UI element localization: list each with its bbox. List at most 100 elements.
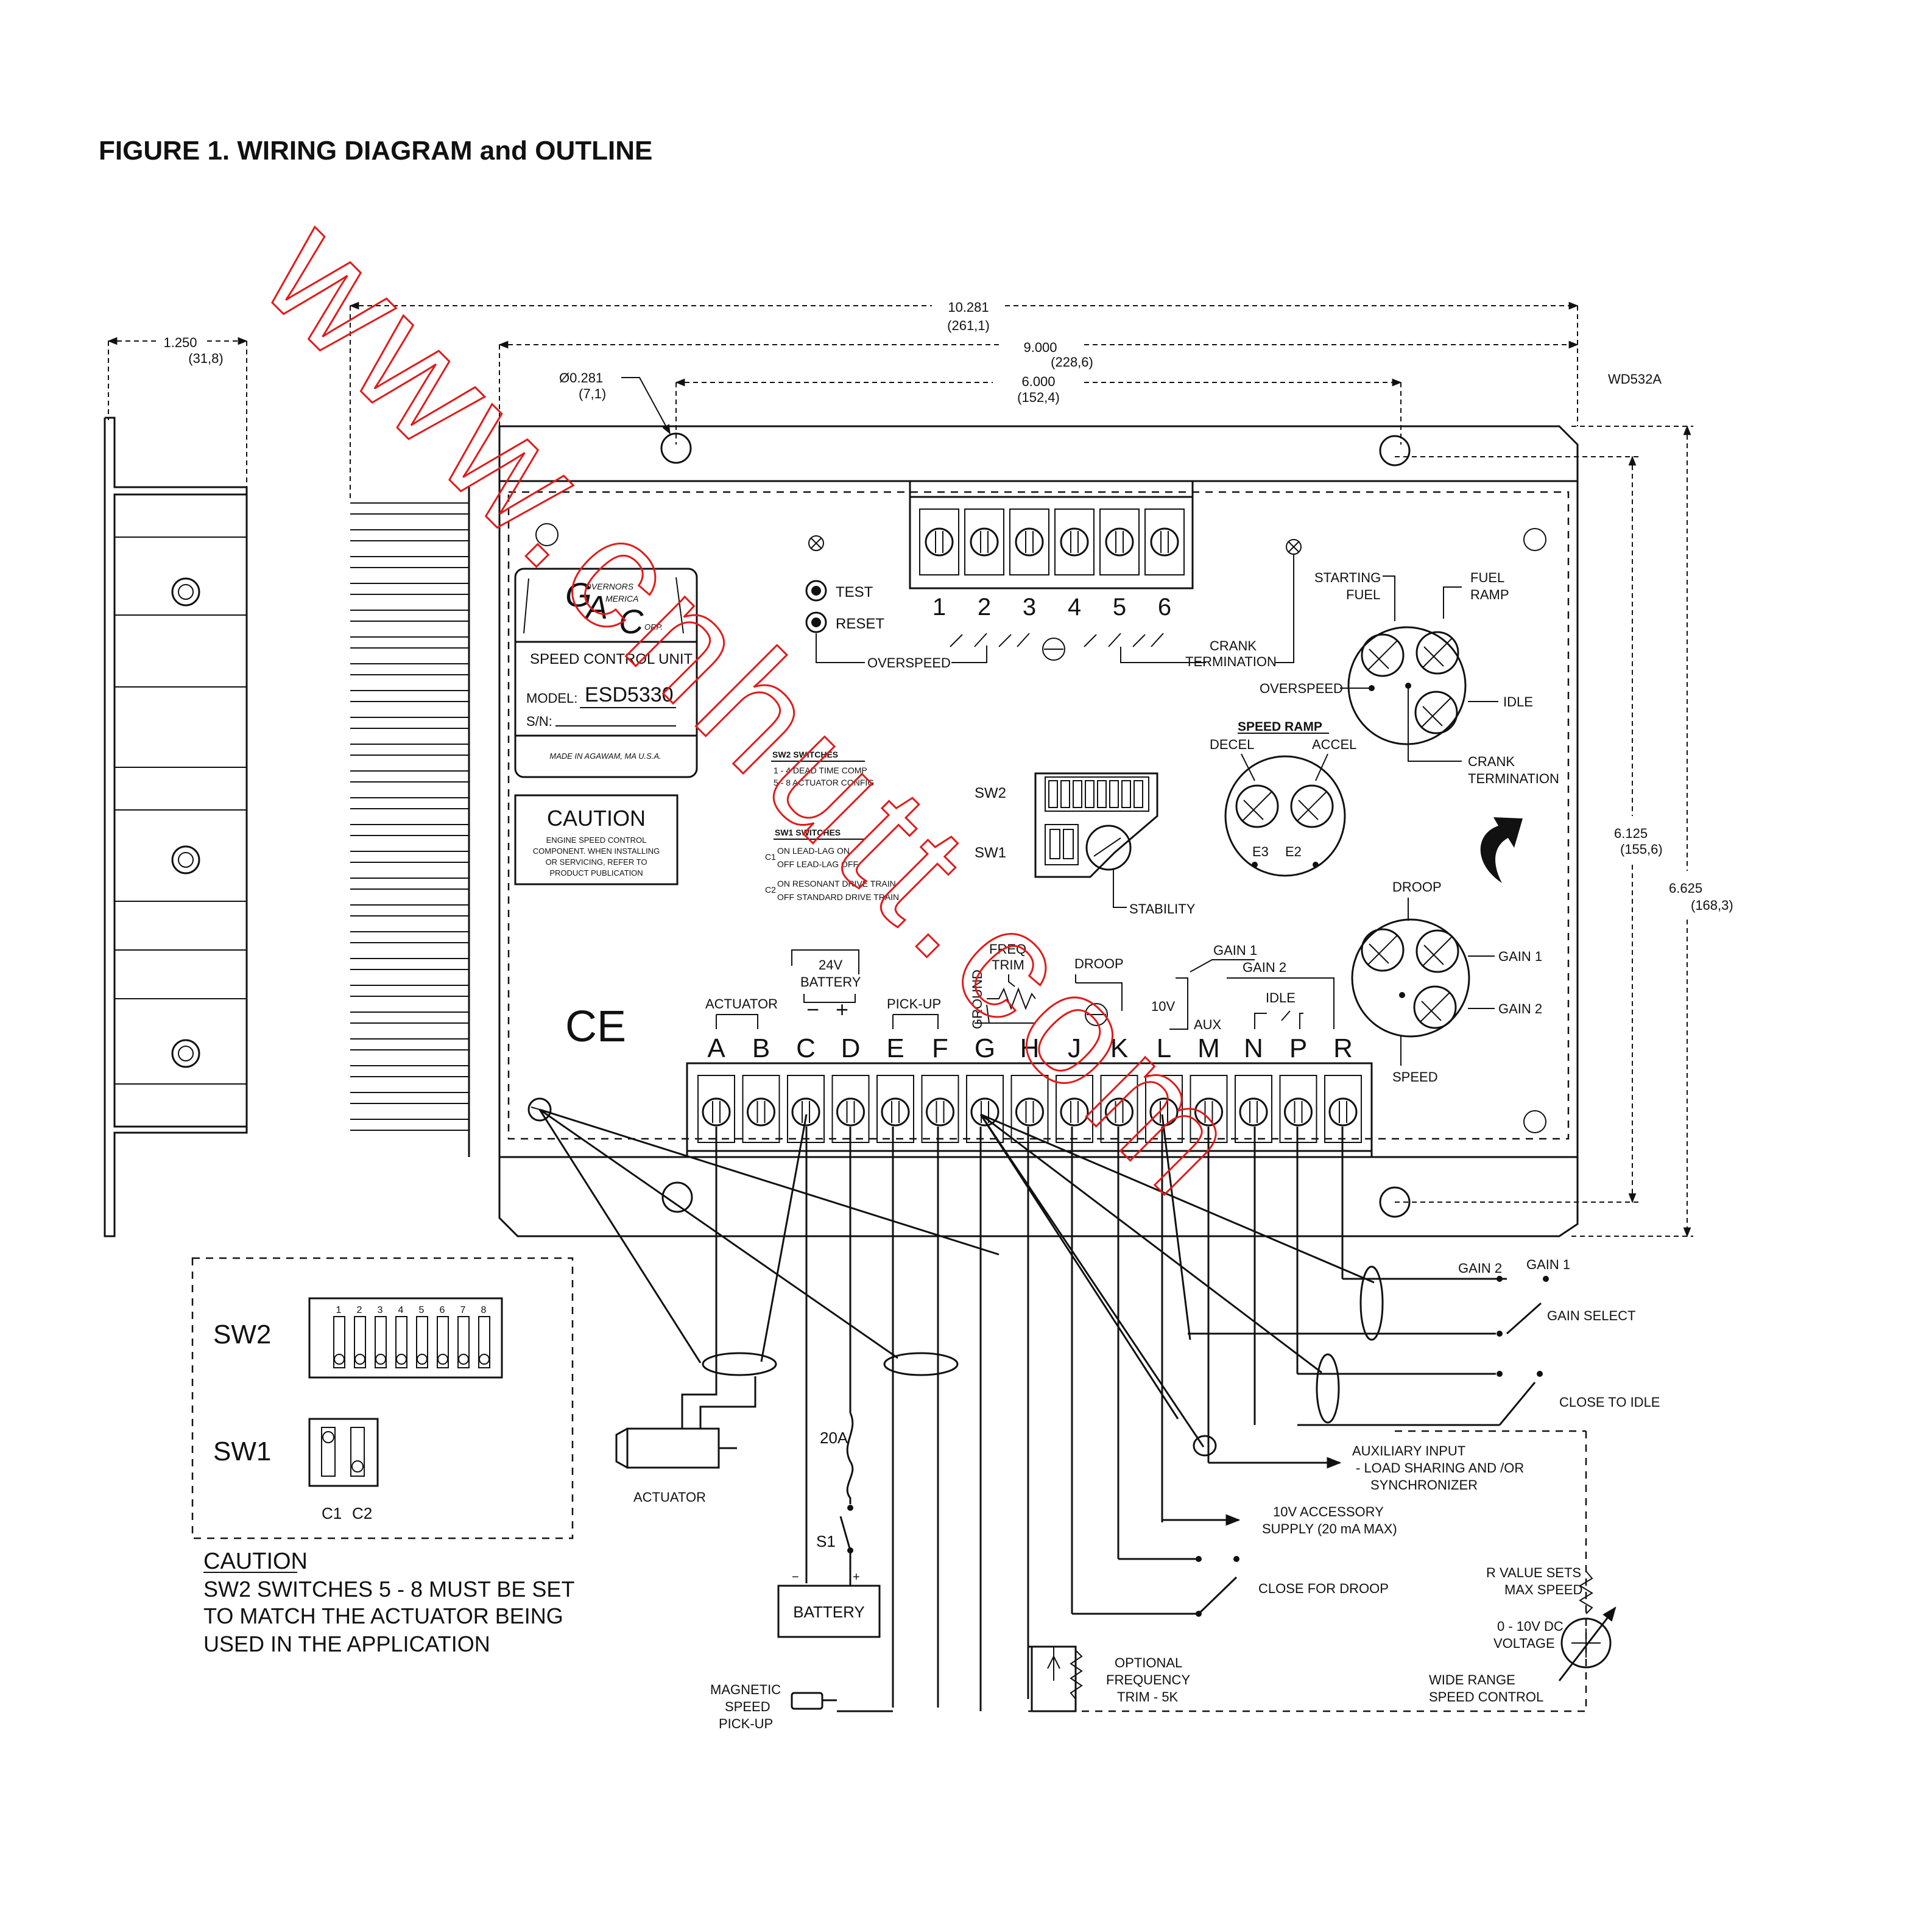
bottom-terminal-screw	[970, 1097, 999, 1127]
heatsink-fin	[350, 1038, 470, 1050]
bottom-terminal-screw	[1284, 1097, 1313, 1127]
gain-select-label: GAIN SELECT	[1547, 1308, 1635, 1323]
mount-hole-bl	[661, 1181, 693, 1213]
top-terminal-cell	[919, 508, 959, 575]
top-terminal-label: 1	[933, 594, 946, 621]
top-terminal-cell	[1144, 508, 1185, 575]
crank-termination-line1: CRANK	[1210, 638, 1257, 653]
onboard-sw2-cell	[1121, 780, 1131, 808]
voltage-line2: VOLTAGE	[1493, 1636, 1555, 1651]
bottom-terminal-cell	[1010, 1075, 1049, 1143]
terminal-headers: ACTUATOR 24V BATTERY − + PICK-UP GROUND …	[705, 941, 1334, 1032]
dim-overall-height-mm: (168,3)	[1691, 898, 1733, 913]
gain-pot	[1413, 985, 1457, 1029]
accessory-line2: SUPPLY (20 mA MAX)	[1262, 1521, 1397, 1536]
crank-pot-line2: TERMINATION	[1468, 771, 1559, 786]
model-number: ESD5330	[585, 683, 674, 706]
wide-range-line2: SPEED CONTROL	[1429, 1689, 1543, 1705]
voltage-line1: 0 - 10V DC	[1497, 1619, 1564, 1634]
ground-header: GROUND	[970, 969, 985, 1029]
bottom-terminal-cell	[876, 1075, 914, 1143]
fuel-pot	[1414, 691, 1458, 734]
speed-pot-label: SPEED	[1392, 1069, 1438, 1085]
gain-pot	[1416, 929, 1459, 973]
bottom-terminal-label: N	[1244, 1033, 1263, 1063]
sw2-switch-slot	[395, 1316, 407, 1368]
bottom-terminal-screw	[836, 1097, 865, 1127]
heatsink-fin	[350, 1011, 470, 1024]
starting-fuel-line1: STARTING	[1314, 570, 1381, 585]
gain2-ext-label: GAIN 2	[1458, 1261, 1502, 1276]
actuator-label: ACTUATOR	[633, 1490, 706, 1505]
sw2-legend-title: SW2 SWITCHES	[772, 750, 838, 759]
freq-trim-line1: FREQ	[989, 941, 1026, 957]
caution-plate-title: CAUTION	[547, 806, 646, 831]
caution-plate-line4: PRODUCT PUBLICATION	[549, 868, 643, 878]
sw2-switch-knob	[354, 1354, 365, 1365]
sw2-switch-number: 1	[336, 1305, 342, 1315]
gain2-pot-label: GAIN 2	[1498, 1001, 1542, 1016]
sw1-c2-slot	[350, 1427, 365, 1477]
heatsink-fin	[350, 636, 470, 649]
heatsink-fin	[350, 1092, 470, 1104]
heatsink-fin	[350, 556, 470, 568]
bottom-terminal-screw	[881, 1097, 910, 1127]
bottom-terminal-label: H	[1020, 1033, 1040, 1063]
sw2-switch-knob	[417, 1354, 428, 1365]
top-terminal-screw	[1105, 527, 1134, 557]
e2-label: E2	[1285, 844, 1302, 859]
heatsink-fin	[350, 610, 470, 622]
bottom-terminal-cell	[921, 1075, 959, 1143]
onboard-dip-cells	[1048, 780, 1143, 859]
magnetic-pickup-line2: SPEED	[725, 1699, 770, 1714]
top-terminal-screw	[970, 527, 999, 557]
battery-header-24v: 24V	[819, 957, 842, 973]
r-value-line1: R VALUE SETS	[1486, 1565, 1581, 1580]
sw2-switch-number: 3	[378, 1305, 383, 1315]
top-terminal-screw	[1150, 527, 1179, 557]
battery-minus-label: −	[792, 1571, 799, 1584]
gain-pot-wiper	[1420, 992, 1450, 1022]
dim-plate-width-mm: (228,6)	[1051, 354, 1093, 370]
logo-merica: MERICA	[605, 594, 638, 603]
fuel-pot-wiper	[1367, 640, 1398, 670]
fuel-pots	[1361, 631, 1459, 734]
gain1-ext-label: GAIN 1	[1526, 1257, 1570, 1272]
top-terminal-screw	[925, 527, 954, 557]
10v-header: 10V	[1151, 999, 1175, 1014]
sw1-c2-knob	[351, 1460, 364, 1472]
sw2-switch-knob	[437, 1354, 448, 1365]
droop-header: DROOP	[1074, 956, 1124, 971]
bottom-terminal-screw	[1328, 1097, 1358, 1127]
bottom-terminal-screw	[747, 1097, 775, 1127]
fuel-pot-arc	[1423, 646, 1444, 667]
ramp-pot-arc	[1243, 800, 1264, 820]
starting-fuel-line2: FUEL	[1346, 587, 1380, 602]
rotation-arrow-icon	[1480, 817, 1523, 883]
fuel-ramp-line2: RAMP	[1470, 587, 1509, 602]
sw2-legend-line1: 1 - 4 DEAD TIME COMP	[774, 765, 867, 775]
onboard-sw2-cell	[1073, 780, 1082, 808]
gain-pot	[1361, 928, 1405, 972]
control-unit-outline	[498, 425, 1579, 1237]
sw2-switch-knob	[396, 1354, 407, 1365]
gain-pots	[1361, 928, 1459, 1029]
top-terminal-label: 3	[1023, 594, 1036, 621]
bottom-terminal-label: F	[932, 1033, 948, 1063]
reset-label: RESET	[836, 616, 884, 632]
sw2-legend-line2: 5 - 8 ACTUATOR CONFIG	[774, 778, 874, 787]
bottom-terminal-label: J	[1068, 1033, 1081, 1063]
sw2-detail-label: SW2	[213, 1320, 271, 1349]
sw1-c1-on: ON LEAD-LAG ON	[777, 846, 850, 856]
freq-trim-line2: TRIM	[992, 957, 1024, 973]
onboard-sw2-cell	[1048, 780, 1058, 808]
dim-hole-diameter-mm: (7,1)	[579, 386, 606, 401]
bottom-terminal-label: D	[841, 1033, 861, 1063]
bottom-terminal-screw	[1060, 1097, 1089, 1127]
actuator-header: ACTUATOR	[705, 996, 778, 1011]
bottom-terminal-label: G	[975, 1033, 995, 1063]
top-terminal-cell	[964, 508, 1004, 575]
bottom-caution-title: CAUTION	[203, 1549, 308, 1574]
